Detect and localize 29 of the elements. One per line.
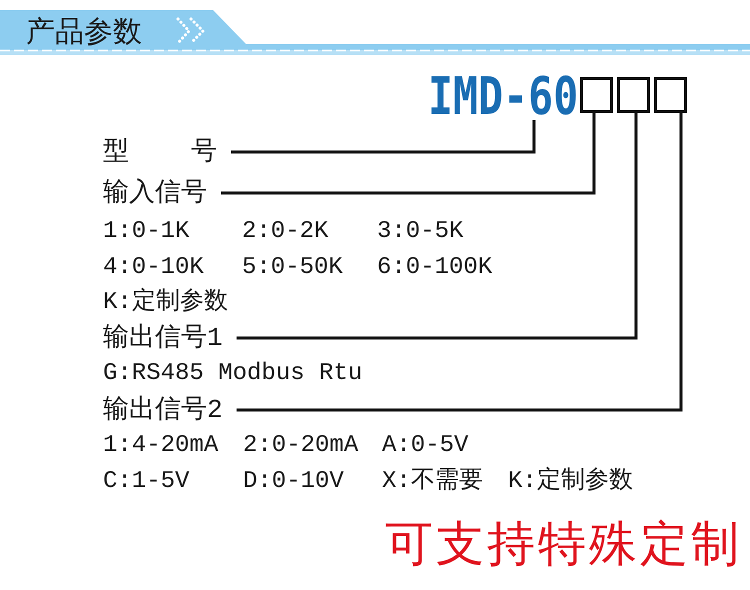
option-code: 2:0-20mA: [243, 431, 358, 461]
option-code: D:0-10V: [243, 467, 344, 497]
section-title: 产品参数: [26, 13, 142, 49]
code-slot-square: [617, 77, 650, 113]
custom-note: 可支持特殊定制: [385, 516, 742, 572]
leader-line: [236, 113, 682, 412]
option-code: 1:4-20mA: [103, 431, 218, 461]
leader-line: [221, 113, 596, 194]
option-code: 5:0-50K: [242, 253, 343, 283]
leader-line: [236, 113, 638, 340]
option-code: 4:0-10K: [103, 253, 204, 283]
code-slot-square: [654, 77, 687, 113]
parameter-label: 输入信号: [103, 178, 221, 208]
option-code: G:RS485 Modbus Rtu: [103, 359, 362, 389]
option-code: 2:0-2K: [242, 217, 328, 247]
code-slot-square: [580, 77, 613, 113]
option-code: K:定制参数: [508, 467, 633, 497]
model-number: IMD-60: [428, 74, 578, 120]
option-code: 1:0-1K: [103, 217, 190, 247]
option-code: C:1-5V: [103, 467, 190, 497]
leader-line: [231, 120, 536, 154]
option-code: K:定制参数: [103, 288, 228, 318]
option-code: 3:0-5K: [377, 217, 464, 247]
parameter-label: 型号: [103, 137, 231, 167]
option-code: X:不需要: [382, 467, 483, 497]
parameter-label: 输出信号1: [103, 323, 237, 353]
option-code: A:0-5V: [382, 431, 468, 461]
option-code: 6:0-100K: [377, 253, 492, 283]
parameter-label: 输出信号2: [103, 395, 237, 425]
